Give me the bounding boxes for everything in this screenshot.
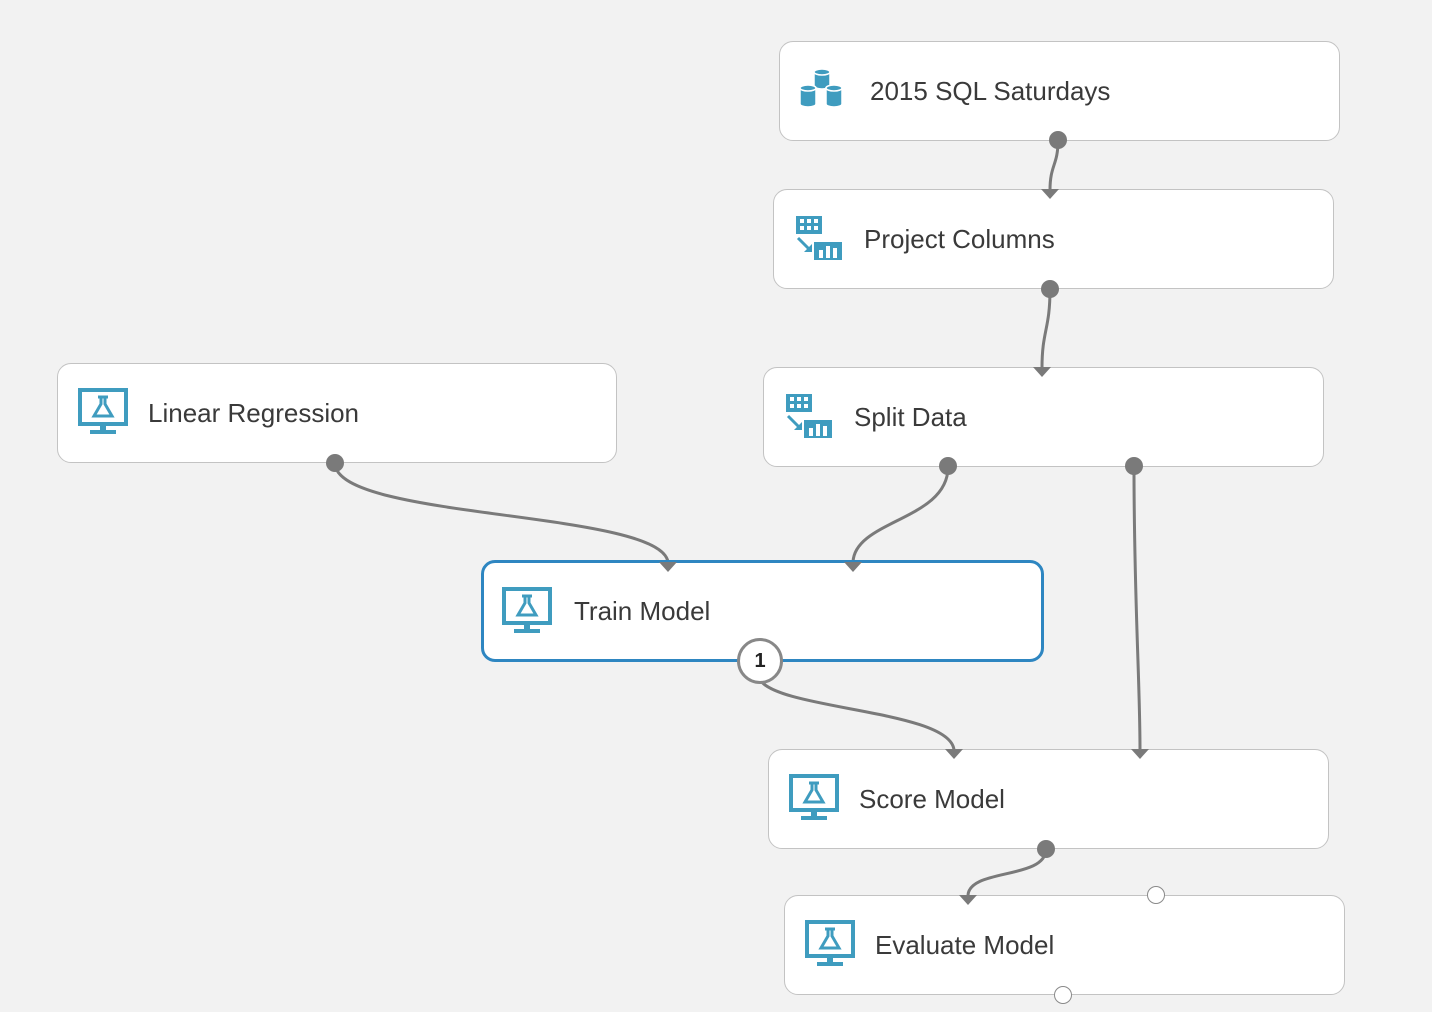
input-port-left[interactable] [659, 562, 677, 572]
input-port-right-empty[interactable] [1147, 886, 1165, 904]
output-port[interactable] [1037, 840, 1055, 858]
output-port-badge[interactable]: 1 [737, 638, 783, 684]
module-label: Evaluate Model [875, 929, 1055, 960]
output-port[interactable] [1041, 280, 1059, 298]
connector-split-to-train[interactable] [851, 466, 950, 563]
output-port[interactable] [1049, 131, 1067, 149]
module-label: Score Model [859, 783, 1005, 814]
input-port-left[interactable] [959, 895, 977, 905]
input-port[interactable] [1033, 367, 1051, 377]
machine-learning-icon [805, 920, 855, 970]
input-port[interactable] [1041, 189, 1059, 199]
input-port-right[interactable] [844, 562, 862, 572]
output-port-left[interactable] [939, 457, 957, 475]
input-port-right[interactable] [1131, 749, 1149, 759]
output-port-empty[interactable] [1054, 986, 1072, 1004]
data-transform-icon [784, 392, 834, 442]
module-project-columns[interactable]: Project Columns [773, 189, 1334, 289]
connector-split-to-score[interactable] [1132, 466, 1142, 751]
machine-learning-icon [502, 587, 552, 637]
connector-project-to-split[interactable] [1040, 288, 1052, 369]
connector-score-to-evaluate[interactable] [966, 848, 1048, 897]
module-label: Project Columns [864, 223, 1055, 254]
module-split-data[interactable]: Split Data [763, 367, 1324, 467]
connector-linreg-to-train[interactable] [333, 462, 670, 563]
connector-train-to-score[interactable] [758, 679, 956, 751]
output-port-right[interactable] [1125, 457, 1143, 475]
module-label: Train Model [574, 595, 711, 626]
module-label: Linear Regression [148, 397, 360, 428]
machine-learning-icon [789, 774, 839, 824]
module-linear-regression[interactable]: Linear Regression [57, 363, 617, 463]
dataset-icon [799, 66, 850, 116]
module-label: Split Data [854, 401, 967, 432]
module-label: 2015 SQL Saturdays [870, 75, 1111, 106]
data-transform-icon [794, 214, 844, 264]
module-evaluate-model[interactable]: Evaluate Model [784, 895, 1345, 995]
machine-learning-icon [78, 388, 128, 438]
module-score-model[interactable]: Score Model [768, 749, 1329, 849]
module-2015-sql-saturdays[interactable]: 2015 SQL Saturdays [779, 41, 1340, 141]
output-port[interactable] [326, 454, 344, 472]
input-port-left[interactable] [945, 749, 963, 759]
